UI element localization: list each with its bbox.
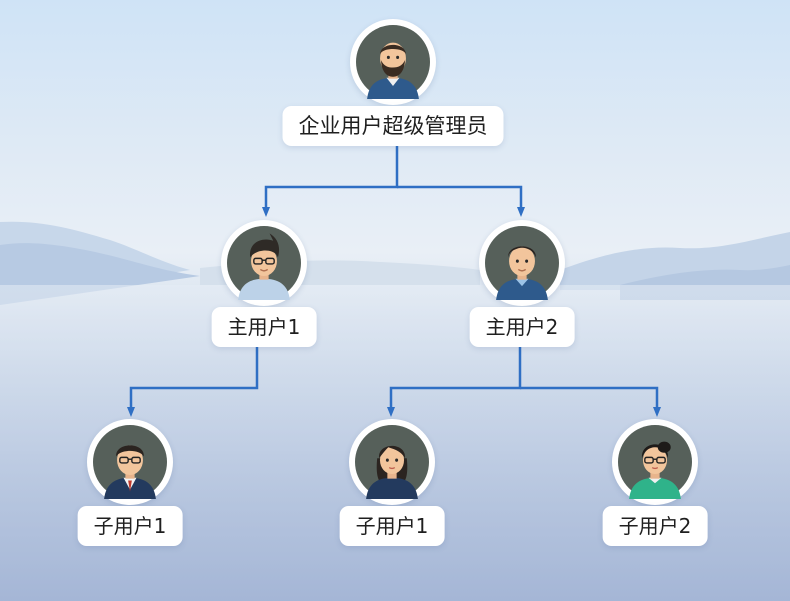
avatar: [221, 220, 307, 306]
avatar: [479, 220, 565, 306]
avatar: [350, 19, 436, 105]
node-label: 主用户1: [211, 307, 317, 347]
man-avatar-icon: [485, 226, 559, 300]
connector-root-to-main1: [262, 140, 399, 217]
connector-root-to-main2: [397, 185, 525, 217]
woman-glasses-avatar-icon: [618, 425, 692, 499]
avatar: [87, 419, 173, 505]
connector-main2-to-sub2: [387, 343, 522, 417]
node-label: 主用户2: [469, 307, 575, 347]
woman-avatar-icon: [355, 425, 429, 499]
node-label: 子用户1: [77, 506, 183, 546]
connector-main1-to-sub1: [127, 343, 259, 417]
man-glasses-suit-avatar-icon: [93, 425, 167, 499]
node-label: 子用户1: [339, 506, 445, 546]
avatar: [349, 419, 435, 505]
avatar: [612, 419, 698, 505]
node-label: 子用户2: [602, 506, 708, 546]
man-beard-avatar-icon: [356, 25, 430, 99]
node-label: 企业用户超级管理员: [282, 106, 504, 146]
man-glasses-avatar-icon: [227, 226, 301, 300]
connector-main2-to-sub3: [520, 386, 661, 417]
